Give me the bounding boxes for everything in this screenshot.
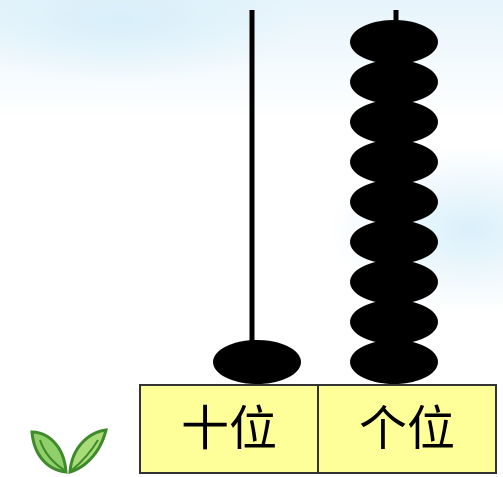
ones-beads	[350, 20, 438, 384]
tens-place-label: 十位	[139, 384, 319, 474]
ones-bead-8	[350, 60, 438, 104]
ones-bead-4	[350, 220, 438, 264]
ones-bead-9	[350, 20, 438, 64]
tens-beads	[213, 340, 301, 384]
tens-bead-1	[213, 340, 301, 384]
ones-bead-7	[350, 100, 438, 144]
ones-bead-1	[350, 340, 438, 384]
ones-bead-3	[350, 260, 438, 304]
ones-bead-5	[350, 180, 438, 224]
ones-bead-6	[350, 140, 438, 184]
ones-place-label: 个位	[317, 384, 497, 474]
green-leaves-icon	[30, 428, 108, 474]
ones-bead-2	[350, 300, 438, 344]
